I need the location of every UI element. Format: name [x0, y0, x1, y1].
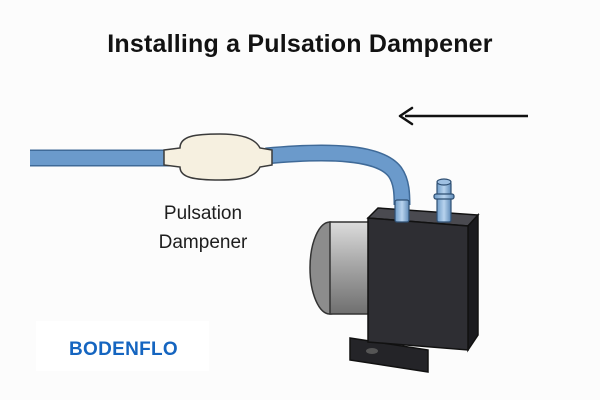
- tubing: [30, 144, 411, 206]
- pump-outlet-port: [433, 178, 455, 223]
- brand-name: BODENFLO: [69, 339, 179, 360]
- flow-direction-arrow: [398, 106, 528, 126]
- dampener-label: Pulsation Dampener: [128, 199, 278, 257]
- pump-motor: [309, 221, 376, 315]
- pulsation-dampener: [163, 133, 273, 181]
- brand-logo: [36, 321, 209, 371]
- pump-housing: [349, 207, 480, 373]
- page-title: Installing a Pulsation Dampener: [107, 30, 493, 58]
- pump-inlet-port: [394, 199, 410, 223]
- dampener-label-line2: Dampener: [158, 232, 248, 253]
- dampener-label-line1: Pulsation: [163, 203, 243, 224]
